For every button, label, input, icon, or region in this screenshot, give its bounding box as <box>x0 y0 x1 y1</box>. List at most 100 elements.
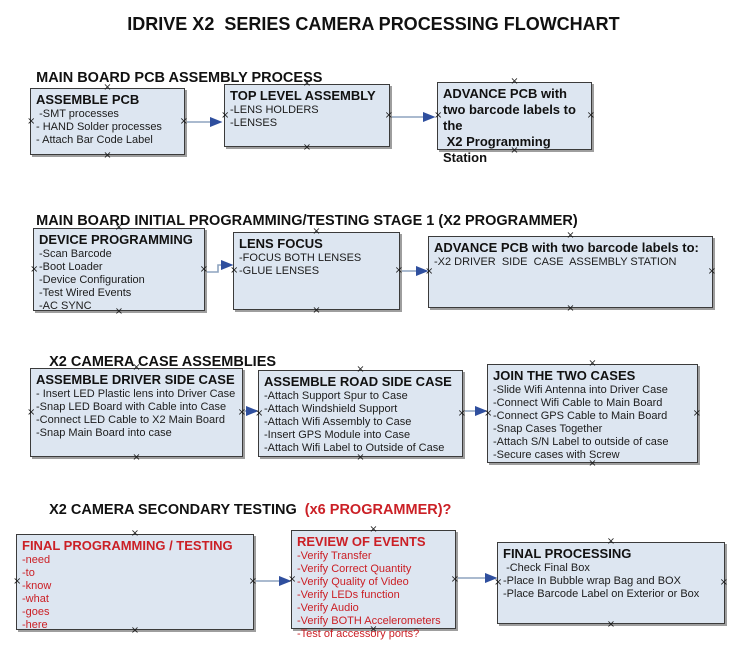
box-item: -Connect GPS Cable to Main Board <box>493 410 668 422</box>
box-item: -Verify Audio <box>297 602 359 614</box>
box-item: -Attach S/N Label to outside of case <box>493 436 669 448</box>
box-item: - Attach Bar Code Label <box>36 134 153 146</box>
box-item: -here <box>22 619 48 631</box>
heading-text: MAIN BOARD PCB ASSEMBLY PROCESS <box>36 70 323 86</box>
connection-handle-icon: × <box>312 305 321 316</box>
connection-handle-icon: × <box>27 115 36 127</box>
box-item: -Device Configuration <box>39 274 145 286</box>
box-item: - Insert LED Plastic lens into Driver Ca… <box>36 388 236 400</box>
box-item: -LENSES <box>230 117 278 129</box>
box-item: -Slide Wifi Antenna into Driver Case <box>493 384 668 396</box>
box-item: -Connect Wifi Cable to Main Board <box>493 397 663 409</box>
connection-handle-icon: × <box>199 263 208 275</box>
box-item: -what <box>22 593 49 605</box>
box-title: ASSEMBLE ROAD SIDE CASE <box>264 374 452 389</box>
box-item: -AC SYNC <box>39 300 92 312</box>
box-item: -Verify Quality of Video <box>297 576 409 588</box>
box-item: -Test Wired Events <box>39 287 132 299</box>
connection-handle-icon: × <box>30 263 39 275</box>
connection-handle-icon: × <box>27 406 36 418</box>
box-item: -Attach Support Spur to Case <box>264 390 408 402</box>
connection-handle-icon: × <box>457 407 466 419</box>
connection-handle-icon: × <box>288 573 297 585</box>
connection-handle-icon: × <box>586 110 595 121</box>
heading-secondary-testing-accent: (x6 PROGRAMMER)? <box>300 502 452 518</box>
heading-main-board-pcb-assembly: MAIN BOARD PCB ASSEMBLY PROCESS <box>20 54 322 102</box>
connection-handle-icon: × <box>450 573 459 585</box>
box-item: -goes <box>22 606 50 618</box>
box-title: ASSEMBLE PCB <box>36 92 140 107</box>
box-item: -SMT processes <box>36 108 119 120</box>
box-item: -FOCUS BOTH LENSES <box>239 252 362 264</box>
heading-text: X2 CAMERA CASE ASSEMBLIES <box>49 354 277 370</box>
heading-text: MAIN BOARD INITIAL PROGRAMMING/TESTING S… <box>36 213 578 229</box>
box-title: LENS FOCUS <box>239 236 323 251</box>
box-item: -Place Barcode Label on Exterior or Box <box>503 588 700 600</box>
box-title: FINAL PROGRAMMING / TESTING <box>22 538 233 553</box>
connection-handle-icon: × <box>384 109 393 121</box>
box-title: ADVANCE PCB with two barcode labels to: <box>434 240 699 255</box>
connection-handle-icon: × <box>434 110 443 121</box>
flow-box-join-the-two-cases: JOIN THE TWO CASES -Slide Wifi Antenna i… <box>484 359 701 469</box>
box-item: -Check Final Box <box>503 562 590 574</box>
box-item: -Verify BOTH Accelerometers <box>297 615 441 627</box>
box-title: FINAL PROCESSING <box>503 546 632 561</box>
box-item: -LENS HOLDERS <box>230 104 319 116</box>
flow-box-top-level-assembly: TOP LEVEL ASSEMBLY -LENS HOLDERS -LENSES… <box>221 79 393 153</box>
connection-handle-icon: × <box>494 577 503 588</box>
box-item: -Attach Wifi Label to Outside of Case <box>264 442 445 454</box>
box-item: -to <box>22 567 35 579</box>
heading-text: X2 CAMERA SECONDARY TESTING <box>49 502 301 518</box>
box-item: -Place In Bubble wrap Bag and BOX <box>503 575 681 587</box>
box-item: - HAND Solder processes <box>36 121 162 133</box>
box-item: -Verify Transfer <box>297 550 372 562</box>
box-item: -Insert GPS Module into Case <box>264 429 411 441</box>
connection-handle-icon: × <box>230 265 239 276</box>
flow-box-lens-focus: LENS FOCUS -FOCUS BOTH LENSES -GLUE LENS… <box>230 227 403 316</box>
flow-box-final-processing: FINAL PROCESSING -Check Final Box -Place… <box>494 537 728 630</box>
box-item: -Verify Correct Quantity <box>297 563 412 575</box>
chart-title: IDRIVE X2 SERIES CAMERA PROCESSING FLOWC… <box>127 14 620 34</box>
box-title: ADVANCE PCB with two barcode labels to t… <box>443 86 576 165</box>
connection-handle-icon: × <box>132 452 141 463</box>
connection-handle-icon: × <box>606 619 616 630</box>
heading-camera-case-assemblies: X2 CAMERA CASE ASSEMBLIES <box>33 338 276 386</box>
connection-handle-icon: × <box>484 407 493 419</box>
box-item: -Snap Cases Together <box>493 423 603 435</box>
box-item: -Verify LEDs function <box>297 589 400 601</box>
flow-box-advance-to-programming-station: ADVANCE PCB with two barcode labels to t… <box>434 77 595 166</box>
flow-box-review-of-events: REVIEW OF EVENTS -Verify Transfer -Verif… <box>288 525 459 641</box>
box-title: TOP LEVEL ASSEMBLY <box>230 88 376 103</box>
connection-handle-icon: × <box>707 266 716 277</box>
connection-handle-icon: × <box>425 266 434 277</box>
flow-arrow <box>206 259 234 273</box>
box-title: JOIN THE TWO CASES <box>493 368 636 383</box>
heading-secondary-testing: X2 CAMERA SECONDARY TESTING (x6 PROGRAMM… <box>33 486 451 534</box>
box-item: -X2 DRIVER SIDE CASE ASSEMBLY STATION <box>434 256 677 268</box>
connection-handle-icon: × <box>237 406 246 418</box>
connection-handle-icon: × <box>302 142 312 153</box>
box-item: -Attach Wifi Assembly to Case <box>264 416 412 428</box>
connection-handle-icon: × <box>248 576 257 587</box>
flow-box-final-programming-testing: FINAL PROGRAMMING / TESTING -need -to -k… <box>13 529 257 636</box>
box-item: -Snap Main Board into case <box>36 427 172 439</box>
box-item: -Snap LED Board with Cable into Case <box>36 401 227 413</box>
flow-box-device-programming: DEVICE PROGRAMMING -Scan Barcode -Boot L… <box>30 223 208 317</box>
connection-handle-icon: × <box>255 407 264 419</box>
box-title: REVIEW OF EVENTS <box>297 534 426 549</box>
connection-handle-icon: × <box>692 407 701 419</box>
connection-handle-icon: × <box>394 265 403 276</box>
box-item: -Scan Barcode <box>39 248 112 260</box>
box-item: -Attach Windshield Support <box>264 403 398 415</box>
heading-initial-programming-testing: MAIN BOARD INITIAL PROGRAMMING/TESTING S… <box>20 197 578 245</box>
flow-box-assemble-road-side-case: ASSEMBLE ROAD SIDE CASE -Attach Support … <box>255 365 466 463</box>
box-item: -Secure cases with Screw <box>493 449 620 461</box>
connection-handle-icon: × <box>103 150 112 161</box>
box-item: -Test of accessory ports? <box>297 628 420 640</box>
connection-handle-icon: × <box>566 303 575 314</box>
box-title: DEVICE PROGRAMMING <box>39 232 193 247</box>
box-item: -know <box>22 580 52 592</box>
connection-handle-icon: × <box>13 576 22 587</box>
connection-handle-icon: × <box>221 109 230 121</box>
